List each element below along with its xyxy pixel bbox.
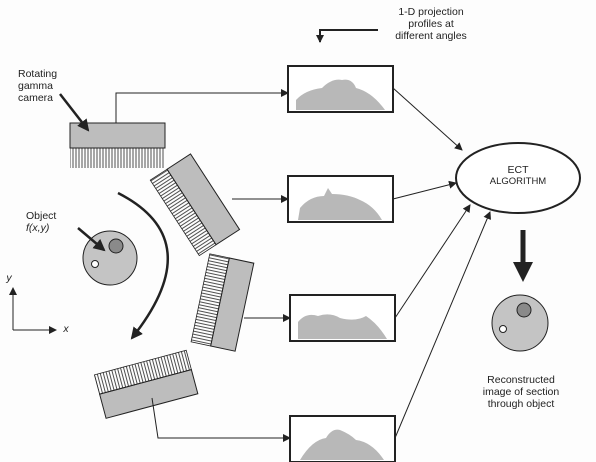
object-label: Object f(x,y): [26, 210, 86, 234]
axis-y-label: y: [6, 272, 12, 284]
camera-line-2: gamma: [18, 80, 54, 92]
ect-label: ECT ALGORITHM: [468, 164, 568, 188]
reconstructed-image: [491, 294, 549, 352]
gamma-camera-detector-1: [69, 122, 166, 168]
projection-note-arrow: [316, 29, 378, 43]
connector-profile-2: [392, 180, 457, 200]
projection-note-label: 1-D projection profiles at different ang…: [376, 6, 486, 42]
object-line-2: f(x,y): [26, 222, 50, 234]
projection-note-line-1: 1-D projection: [398, 6, 464, 18]
profile-box-4: [289, 415, 396, 462]
output-arrow: [513, 230, 533, 282]
recon-line-1: Reconstructed: [487, 374, 555, 386]
gamma-camera-detector-3: [190, 253, 255, 352]
connector-profile-4: [394, 211, 491, 439]
camera-line-3: camera: [18, 92, 54, 104]
profile-box-3: [289, 294, 396, 342]
profile-box-1: [287, 65, 394, 113]
profile-box-2: [287, 175, 394, 223]
axis-x-label: x: [63, 323, 69, 335]
connector-detector-1: [115, 89, 289, 123]
ect-line-1: ECT: [507, 164, 529, 176]
connector-profile-1: [392, 87, 463, 151]
camera-pointer-arrow: [59, 93, 90, 132]
rotation-arc-arrow: [117, 191, 170, 340]
projection-note-line-3: different angles: [395, 30, 467, 42]
recon-line-3: through object: [487, 398, 555, 410]
object-pointer-arrow: [77, 227, 106, 252]
camera-line-1: Rotating: [18, 68, 58, 80]
connector-profile-3: [394, 204, 471, 319]
projection-note-line-2: profiles at: [408, 18, 454, 30]
object-line-1: Object: [26, 210, 57, 222]
xy-axes: [9, 287, 57, 334]
reconstructed-label: Reconstructed image of section through o…: [466, 374, 576, 410]
gamma-camera-detector-4: [93, 349, 199, 419]
connector-detector-4: [151, 397, 291, 442]
gamma-camera-detector-2: [149, 153, 241, 257]
camera-label: Rotating gamma camera: [18, 68, 88, 104]
recon-line-2: image of section: [482, 386, 560, 398]
ect-line-2: ALGORITHM: [489, 176, 547, 187]
ect-algorithm-node: [455, 142, 581, 214]
